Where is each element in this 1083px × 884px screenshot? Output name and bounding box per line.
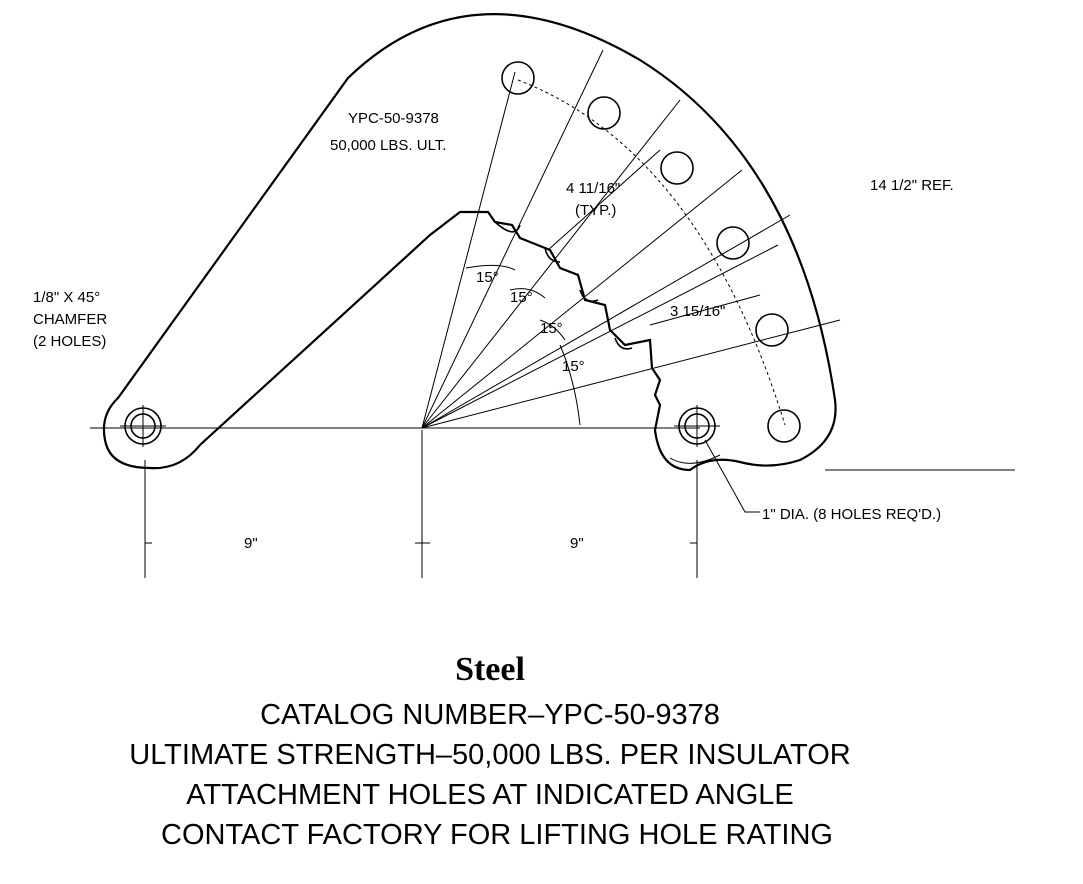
plate-outline <box>102 13 837 472</box>
spacing2-label: 3 15/16" <box>670 303 725 320</box>
pivot-hole-right <box>674 405 720 447</box>
spacing-label-2: (TYP.) <box>575 202 616 219</box>
rating-label: 50,000 LBS. ULT. <box>330 137 446 154</box>
caption-line-3: ATTACHMENT HOLES AT INDICATED ANGLE <box>186 779 794 811</box>
angle-label-1: 15° <box>476 269 499 286</box>
angle-label-2: 15° <box>510 289 533 306</box>
part-label: YPC-50-9378 <box>348 110 439 127</box>
angle-arcs <box>465 264 581 426</box>
dim-right-label: 9" <box>570 535 584 552</box>
caption-line-1: CATALOG NUMBER–YPC-50-9378 <box>260 699 720 731</box>
caption-line-2: ULTIMATE STRENGTH–50,000 LBS. PER INSULA… <box>129 739 850 771</box>
attachment-holes <box>501 61 801 443</box>
hole-note-label: 1" DIA. (8 HOLES REQ'D.) <box>762 506 941 523</box>
caption-line-4: CONTACT FACTORY FOR LIFTING HOLE RATING <box>161 819 833 851</box>
angle-label-4: 15° <box>562 358 585 375</box>
ref-dim-label: 14 1/2" REF. <box>870 177 954 194</box>
material-title: Steel <box>455 651 525 688</box>
chamfer-label-2: CHAMFER <box>33 311 107 328</box>
hole-note-leader <box>704 439 760 513</box>
angle-label-3: 15° <box>540 320 563 337</box>
chamfer-label-1: 1/8" X 45° <box>33 289 100 306</box>
dim-leader-typ <box>547 149 661 251</box>
ref-dim-arc <box>669 454 721 464</box>
dim-left-label: 9" <box>244 535 258 552</box>
chamfer-label-3: (2 HOLES) <box>33 333 106 350</box>
spacing-label-1: 4 11/16" <box>566 180 620 197</box>
center-lines <box>90 427 1015 578</box>
angle-rays <box>421 49 841 429</box>
dim-leader-3-15-16 <box>649 294 761 326</box>
pivot-hole-left <box>120 405 166 447</box>
